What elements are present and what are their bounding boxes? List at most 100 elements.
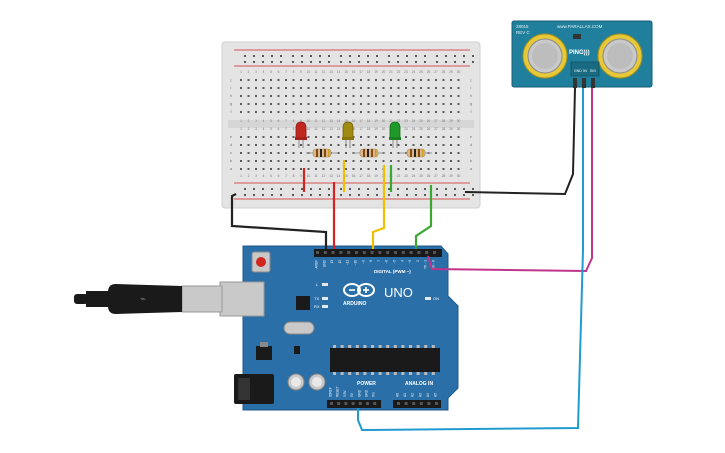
breadboard-hole[interactable] <box>405 95 407 97</box>
breadboard-hole[interactable] <box>300 87 302 89</box>
breadboard-hole[interactable] <box>292 144 295 146</box>
rail-hole[interactable] <box>415 55 417 57</box>
rail-hole[interactable] <box>244 61 246 63</box>
breadboard-hole[interactable] <box>300 79 302 81</box>
rail-hole[interactable] <box>424 55 426 57</box>
breadboard-hole[interactable] <box>435 168 437 170</box>
rail-hole[interactable] <box>292 55 294 57</box>
breadboard-hole[interactable] <box>330 111 332 113</box>
wire-green[interactable] <box>414 185 433 249</box>
breadboard-hole[interactable] <box>397 160 400 162</box>
breadboard-hole[interactable] <box>330 103 332 105</box>
rail-hole[interactable] <box>280 55 282 57</box>
rail-hole[interactable] <box>319 188 321 190</box>
rail-hole[interactable] <box>349 61 351 63</box>
rail-hole[interactable] <box>463 61 465 63</box>
rail-hole[interactable] <box>358 55 360 57</box>
wire-sensor-sig-magenta[interactable] <box>427 88 593 273</box>
breadboard-hole[interactable] <box>435 136 437 138</box>
breadboard-hole[interactable] <box>375 87 377 89</box>
resistor-2[interactable] <box>353 148 385 158</box>
breadboard-hole[interactable] <box>255 87 257 89</box>
breadboard-hole[interactable] <box>420 111 422 113</box>
breadboard-hole[interactable] <box>390 87 392 89</box>
breadboard-hole[interactable] <box>450 103 452 105</box>
breadboard-hole[interactable] <box>300 95 302 97</box>
breadboard-hole[interactable] <box>240 87 242 89</box>
power-pin[interactable] <box>373 402 377 405</box>
breadboard-hole[interactable] <box>390 144 392 146</box>
breadboard-hole[interactable] <box>345 152 347 154</box>
breadboard-hole[interactable] <box>277 79 280 81</box>
breadboard-hole[interactable] <box>412 79 415 81</box>
breadboard-hole[interactable] <box>427 136 430 138</box>
rail-hole[interactable] <box>436 188 438 190</box>
breadboard-hole[interactable] <box>435 103 437 105</box>
header-pin[interactable] <box>316 251 319 254</box>
breadboard-hole[interactable] <box>405 79 407 81</box>
breadboard-hole[interactable] <box>247 103 250 105</box>
breadboard-hole[interactable] <box>375 79 377 81</box>
breadboard-hole[interactable] <box>270 111 272 113</box>
breadboard-hole[interactable] <box>367 103 370 105</box>
breadboard-hole[interactable] <box>240 168 242 170</box>
breadboard-hole[interactable] <box>322 144 325 146</box>
header-pin[interactable] <box>362 251 366 254</box>
breadboard-hole[interactable] <box>405 168 407 170</box>
rail-hole[interactable] <box>424 61 426 63</box>
breadboard-hole[interactable] <box>285 95 287 97</box>
breadboard-hole[interactable] <box>255 79 257 81</box>
wire-sensor-gnd-black[interactable] <box>464 87 576 196</box>
header-pin[interactable] <box>378 251 382 254</box>
rail-hole[interactable] <box>253 194 255 196</box>
breadboard-hole[interactable] <box>345 87 347 89</box>
breadboard-hole[interactable] <box>337 144 340 146</box>
header-pin[interactable] <box>425 251 429 254</box>
breadboard-hole[interactable] <box>405 136 407 138</box>
breadboard-hole[interactable] <box>270 95 272 97</box>
breadboard-hole[interactable] <box>270 168 272 170</box>
breadboard-hole[interactable] <box>360 144 362 146</box>
breadboard-hole[interactable] <box>292 168 295 170</box>
breadboard-hole[interactable] <box>382 95 385 97</box>
breadboard-hole[interactable] <box>382 111 385 113</box>
breadboard-hole[interactable] <box>277 160 280 162</box>
breadboard-hole[interactable] <box>285 144 287 146</box>
breadboard-hole[interactable] <box>285 103 287 105</box>
rail-hole[interactable] <box>376 188 378 190</box>
breadboard-hole[interactable] <box>457 111 460 113</box>
breadboard-hole[interactable] <box>262 79 265 81</box>
breadboard-hole[interactable] <box>352 87 355 89</box>
breadboard-hole[interactable] <box>397 95 400 97</box>
rail-hole[interactable] <box>262 194 264 196</box>
breadboard-hole[interactable] <box>450 87 452 89</box>
breadboard-hole[interactable] <box>337 103 340 105</box>
breadboard-hole[interactable] <box>345 79 347 81</box>
breadboard-hole[interactable] <box>285 168 287 170</box>
rail-hole[interactable] <box>436 61 438 63</box>
breadboard-hole[interactable] <box>300 144 302 146</box>
breadboard-hole[interactable] <box>315 79 317 81</box>
breadboard-hole[interactable] <box>330 87 332 89</box>
breadboard-hole[interactable] <box>450 152 452 154</box>
breadboard-hole[interactable] <box>360 87 362 89</box>
resistor-3[interactable] <box>400 148 432 158</box>
rail-hole[interactable] <box>472 55 474 57</box>
breadboard-hole[interactable] <box>292 95 295 97</box>
rail-hole[interactable] <box>376 55 378 57</box>
breadboard-hole[interactable] <box>292 87 295 89</box>
breadboard-hole[interactable] <box>292 103 295 105</box>
breadboard-hole[interactable] <box>367 87 370 89</box>
rail-hole[interactable] <box>406 55 408 57</box>
breadboard-hole[interactable] <box>442 87 445 89</box>
rail-hole[interactable] <box>280 188 282 190</box>
rail-hole[interactable] <box>349 194 351 196</box>
usb-cable[interactable]: ⌁ <box>74 281 265 317</box>
breadboard-hole[interactable] <box>247 168 250 170</box>
breadboard-hole[interactable] <box>375 95 377 97</box>
breadboard-hole[interactable] <box>405 111 407 113</box>
rail-hole[interactable] <box>397 55 399 57</box>
led-red[interactable] <box>295 121 307 148</box>
breadboard-hole[interactable] <box>420 95 422 97</box>
breadboard-hole[interactable] <box>255 103 257 105</box>
